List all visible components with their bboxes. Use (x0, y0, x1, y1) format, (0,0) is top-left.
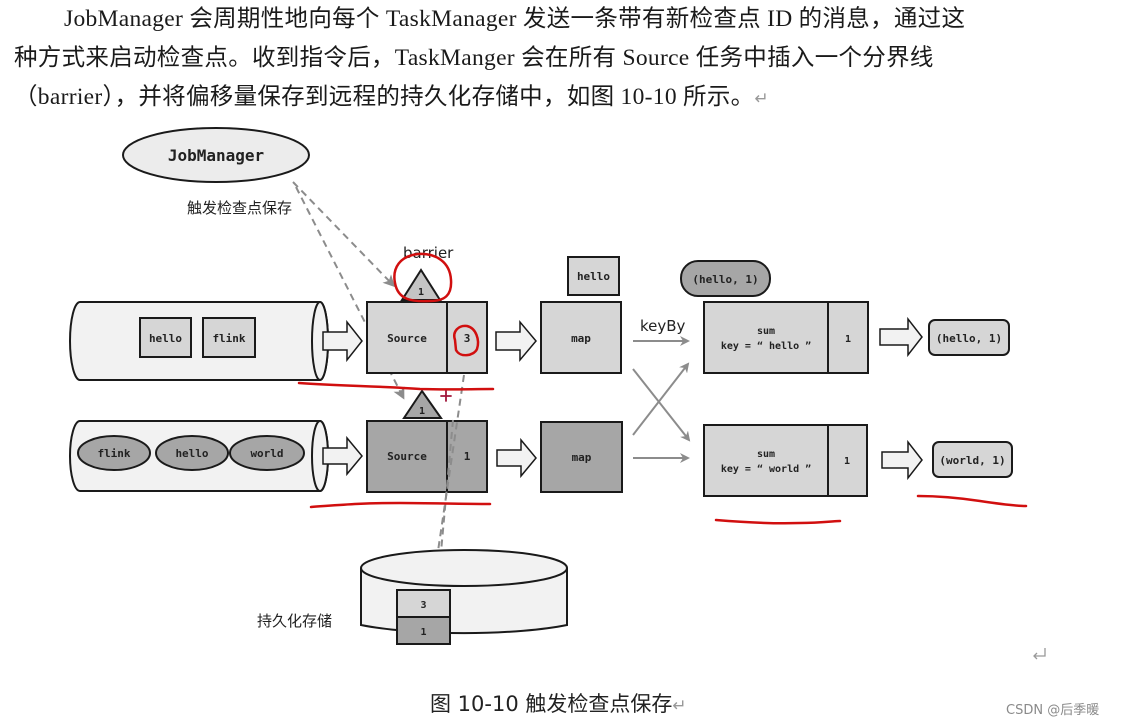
in-flight-label: (hello, 1) (692, 273, 758, 286)
bottom-source-task: Source 1 (366, 420, 488, 493)
sum-label: sum (757, 326, 775, 337)
paragraph-return-icon: ↵ (754, 89, 769, 109)
map-label: map (572, 451, 592, 464)
persistent-storage: 3 1 (360, 549, 568, 645)
caption-return-icon: ↵ (672, 696, 687, 716)
bottom-sum-task: sum key = “ world ” 1 (703, 424, 868, 497)
sum-in-flight-record: (hello, 1) (680, 260, 771, 297)
queue-record (155, 435, 229, 471)
storage-entry (396, 616, 451, 645)
top-barrier-marker: 1 (400, 268, 442, 301)
storage-label: 持久化存储 (257, 612, 332, 630)
source-label: Source (387, 332, 427, 345)
source-offset: 1 (464, 450, 471, 463)
map-label: map (571, 332, 591, 345)
source-offset: 3 (464, 332, 471, 345)
output-label: (hello, 1) (936, 332, 1002, 345)
sum-key: key = “ world ” (721, 464, 811, 475)
figure-caption: 图 10-10 触发检查点保存↵ (430, 692, 687, 716)
queue-record-label: flink (212, 332, 245, 345)
flow-arrow (879, 316, 923, 358)
bottom-barrier-marker: 1 (402, 389, 443, 419)
barrier-id: 1 (418, 287, 424, 298)
barrier-circle-annotation (393, 252, 453, 303)
queue-record (77, 435, 151, 471)
flow-arrow (881, 439, 923, 481)
flow-arrow (495, 319, 537, 363)
in-flight-label: hello (577, 270, 610, 283)
top-map-task: map (540, 301, 622, 374)
return-mark-icon (1033, 648, 1046, 660)
keyby-arrow (632, 368, 691, 442)
sum-count: 1 (845, 334, 851, 345)
bottom-input-queue: flink hello world (69, 420, 329, 492)
trigger-arrow-top (292, 181, 396, 288)
trigger-label: 触发检查点保存 (187, 199, 292, 217)
queue-record-label: hello (175, 447, 208, 460)
top-output-record: (hello, 1) (928, 319, 1010, 356)
sum-key: key = “ hello ” (721, 341, 811, 352)
top-source-task: Source 3 (366, 301, 488, 374)
underline-annotation (714, 518, 842, 525)
underline-annotation (297, 381, 495, 391)
top-input-queue: hello flink (69, 301, 329, 381)
map-in-flight-record: hello (567, 256, 620, 296)
keyby-label: keyBy (640, 317, 686, 335)
plus-mark-annotation (440, 390, 452, 402)
csdn-watermark: CSDN @后季暖 (1006, 703, 1100, 718)
queue-record (139, 317, 192, 358)
queue-record (229, 435, 305, 471)
queue-record-label: hello (149, 332, 182, 345)
red-annotations (297, 252, 1028, 525)
body-paragraph: JobManager 会周期性地向每个 TaskManager 发送一条带有新检… (14, 0, 1114, 119)
queue-record-label: flink (97, 447, 130, 460)
barrier-id: 1 (419, 406, 425, 417)
queue-record (202, 317, 256, 358)
sum-label: sum (757, 449, 775, 460)
flow-arrow (496, 437, 537, 479)
offset-circle-annotation (453, 324, 480, 357)
paragraph-line-3: （barrier），并将偏移量保存到远程的持久化存储中，如图 10-10 所示。… (14, 84, 769, 110)
barrier-label: barrier (403, 244, 454, 262)
underline-annotation (309, 501, 492, 509)
top-sum-task: sum key = “ hello ” 1 (703, 301, 869, 374)
source-label: Source (387, 450, 427, 463)
storage-entry-label: 3 (420, 600, 426, 611)
jobmanager-label: JobManager (168, 146, 264, 165)
output-label: (world, 1) (939, 454, 1005, 467)
bottom-output-record: (world, 1) (932, 441, 1013, 478)
flow-arrow (322, 319, 363, 363)
queue-record-label: world (250, 447, 283, 460)
sum-count: 1 (844, 456, 850, 467)
jobmanager-node: JobManager (122, 127, 310, 183)
storage-entry-label: 1 (420, 627, 426, 638)
underline-annotation (916, 494, 1028, 508)
paragraph-line-2: 种方式来启动检查点。收到指令后，TaskManger 会在所有 Source 任… (14, 45, 934, 71)
bottom-map-task: map (540, 421, 623, 493)
paragraph-line-1: JobManager 会周期性地向每个 TaskManager 发送一条带有新检… (64, 6, 966, 32)
keyby-arrow (632, 362, 690, 436)
flow-arrow (322, 435, 363, 477)
